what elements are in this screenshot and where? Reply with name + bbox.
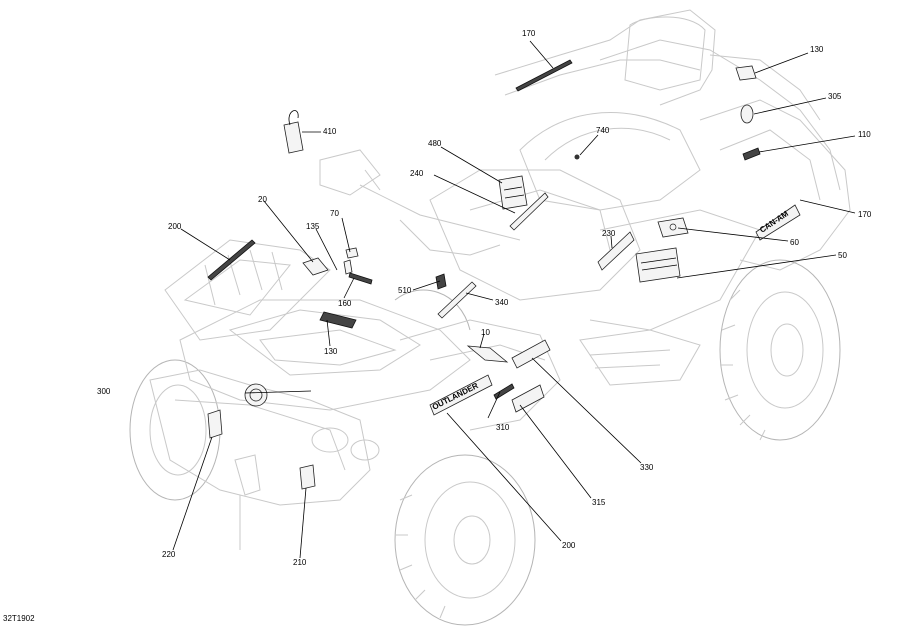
callout-230: 230	[602, 229, 616, 238]
callout-20: 20	[258, 195, 267, 204]
decal-480	[498, 175, 528, 210]
callout-305: 305	[828, 92, 842, 101]
decal-130-front	[319, 311, 357, 329]
outlander-logo-text: OUTLANDER	[431, 381, 480, 412]
callout-410: 410	[323, 127, 337, 136]
callout-220: 220	[162, 550, 176, 559]
decal-410-tag	[283, 121, 304, 154]
decal-740	[574, 154, 580, 160]
callout-110: 110	[858, 130, 871, 139]
callout-160: 160	[338, 299, 352, 308]
callout-200-outlander: 200	[562, 541, 576, 550]
callout-60: 60	[790, 238, 799, 247]
decal-330	[511, 339, 551, 369]
callout-310: 310	[496, 423, 510, 432]
decal-200-outlander	[429, 374, 493, 416]
decal-240	[509, 192, 549, 231]
decal-135	[343, 259, 353, 275]
callout-200-front-rack: 200	[168, 222, 182, 231]
decal-220	[207, 409, 223, 439]
callout-50: 50	[838, 251, 847, 260]
callout-300: 300	[97, 387, 111, 396]
callout-130-front: 130	[324, 347, 338, 356]
decal-50	[635, 247, 681, 283]
decal-130-rear	[735, 65, 757, 81]
decal-70	[345, 247, 359, 259]
decal-20	[302, 257, 329, 276]
leader-lines	[172, 40, 856, 559]
callout-210: 210	[293, 558, 307, 567]
callout-135: 135	[306, 222, 320, 231]
callout-10: 10	[481, 328, 490, 337]
callout-240: 240	[410, 169, 424, 178]
decal-170-rear-rack	[515, 59, 573, 92]
decal-60	[657, 217, 689, 238]
decal-310	[493, 383, 515, 400]
decal-110	[742, 147, 761, 161]
figure-reference-code: 32T1902	[3, 614, 35, 623]
decal-300-round	[244, 383, 268, 407]
decal-10	[466, 345, 509, 363]
decal-340	[437, 281, 477, 319]
atv-outline	[129, 9, 851, 626]
decal-305-oval	[740, 104, 754, 124]
callout-510: 510	[398, 286, 412, 295]
decal-160	[348, 272, 373, 285]
decal-200-front-rack	[207, 239, 256, 281]
callout-740: 740	[596, 126, 610, 135]
callout-labels: 170 130 305 110 170 410 740 480 240 20 2…	[97, 29, 872, 567]
decal-510	[435, 273, 447, 290]
decal-210	[299, 464, 316, 490]
decal-230	[597, 231, 635, 271]
callout-170-can-am: 170	[858, 210, 872, 219]
decal-315	[511, 384, 545, 413]
callout-70: 70	[330, 209, 339, 218]
callout-130-rear: 130	[810, 45, 824, 54]
callout-340: 340	[495, 298, 509, 307]
callout-315: 315	[592, 498, 606, 507]
callout-170-rear-rack: 170	[522, 29, 536, 38]
callout-330: 330	[640, 463, 654, 472]
callout-480: 480	[428, 139, 442, 148]
